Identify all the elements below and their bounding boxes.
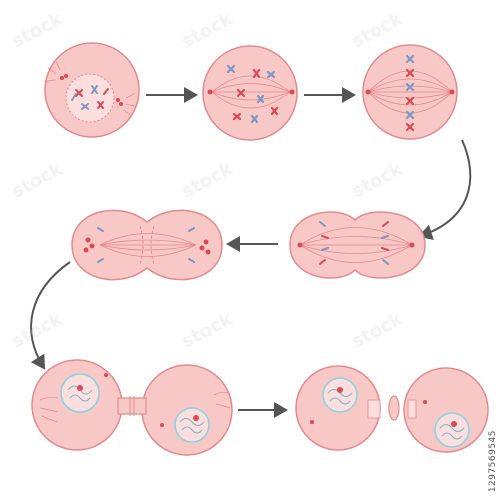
stage-cytokinesis-cell	[31, 359, 233, 456]
stage-prometaphase-cell	[202, 45, 298, 141]
stage-prophase-cell	[44, 42, 140, 138]
stage-anaphase-cell	[289, 211, 426, 279]
stage-telophase-cell	[71, 209, 223, 281]
arrow-metaphase-to-anaphase	[418, 139, 472, 240]
stage-daughter-cells	[295, 365, 489, 453]
stage-metaphase-cell	[362, 44, 458, 140]
arrow-telophase-to-cytokinesis	[30, 261, 71, 370]
stock-image-id: 1297569545	[488, 429, 498, 492]
